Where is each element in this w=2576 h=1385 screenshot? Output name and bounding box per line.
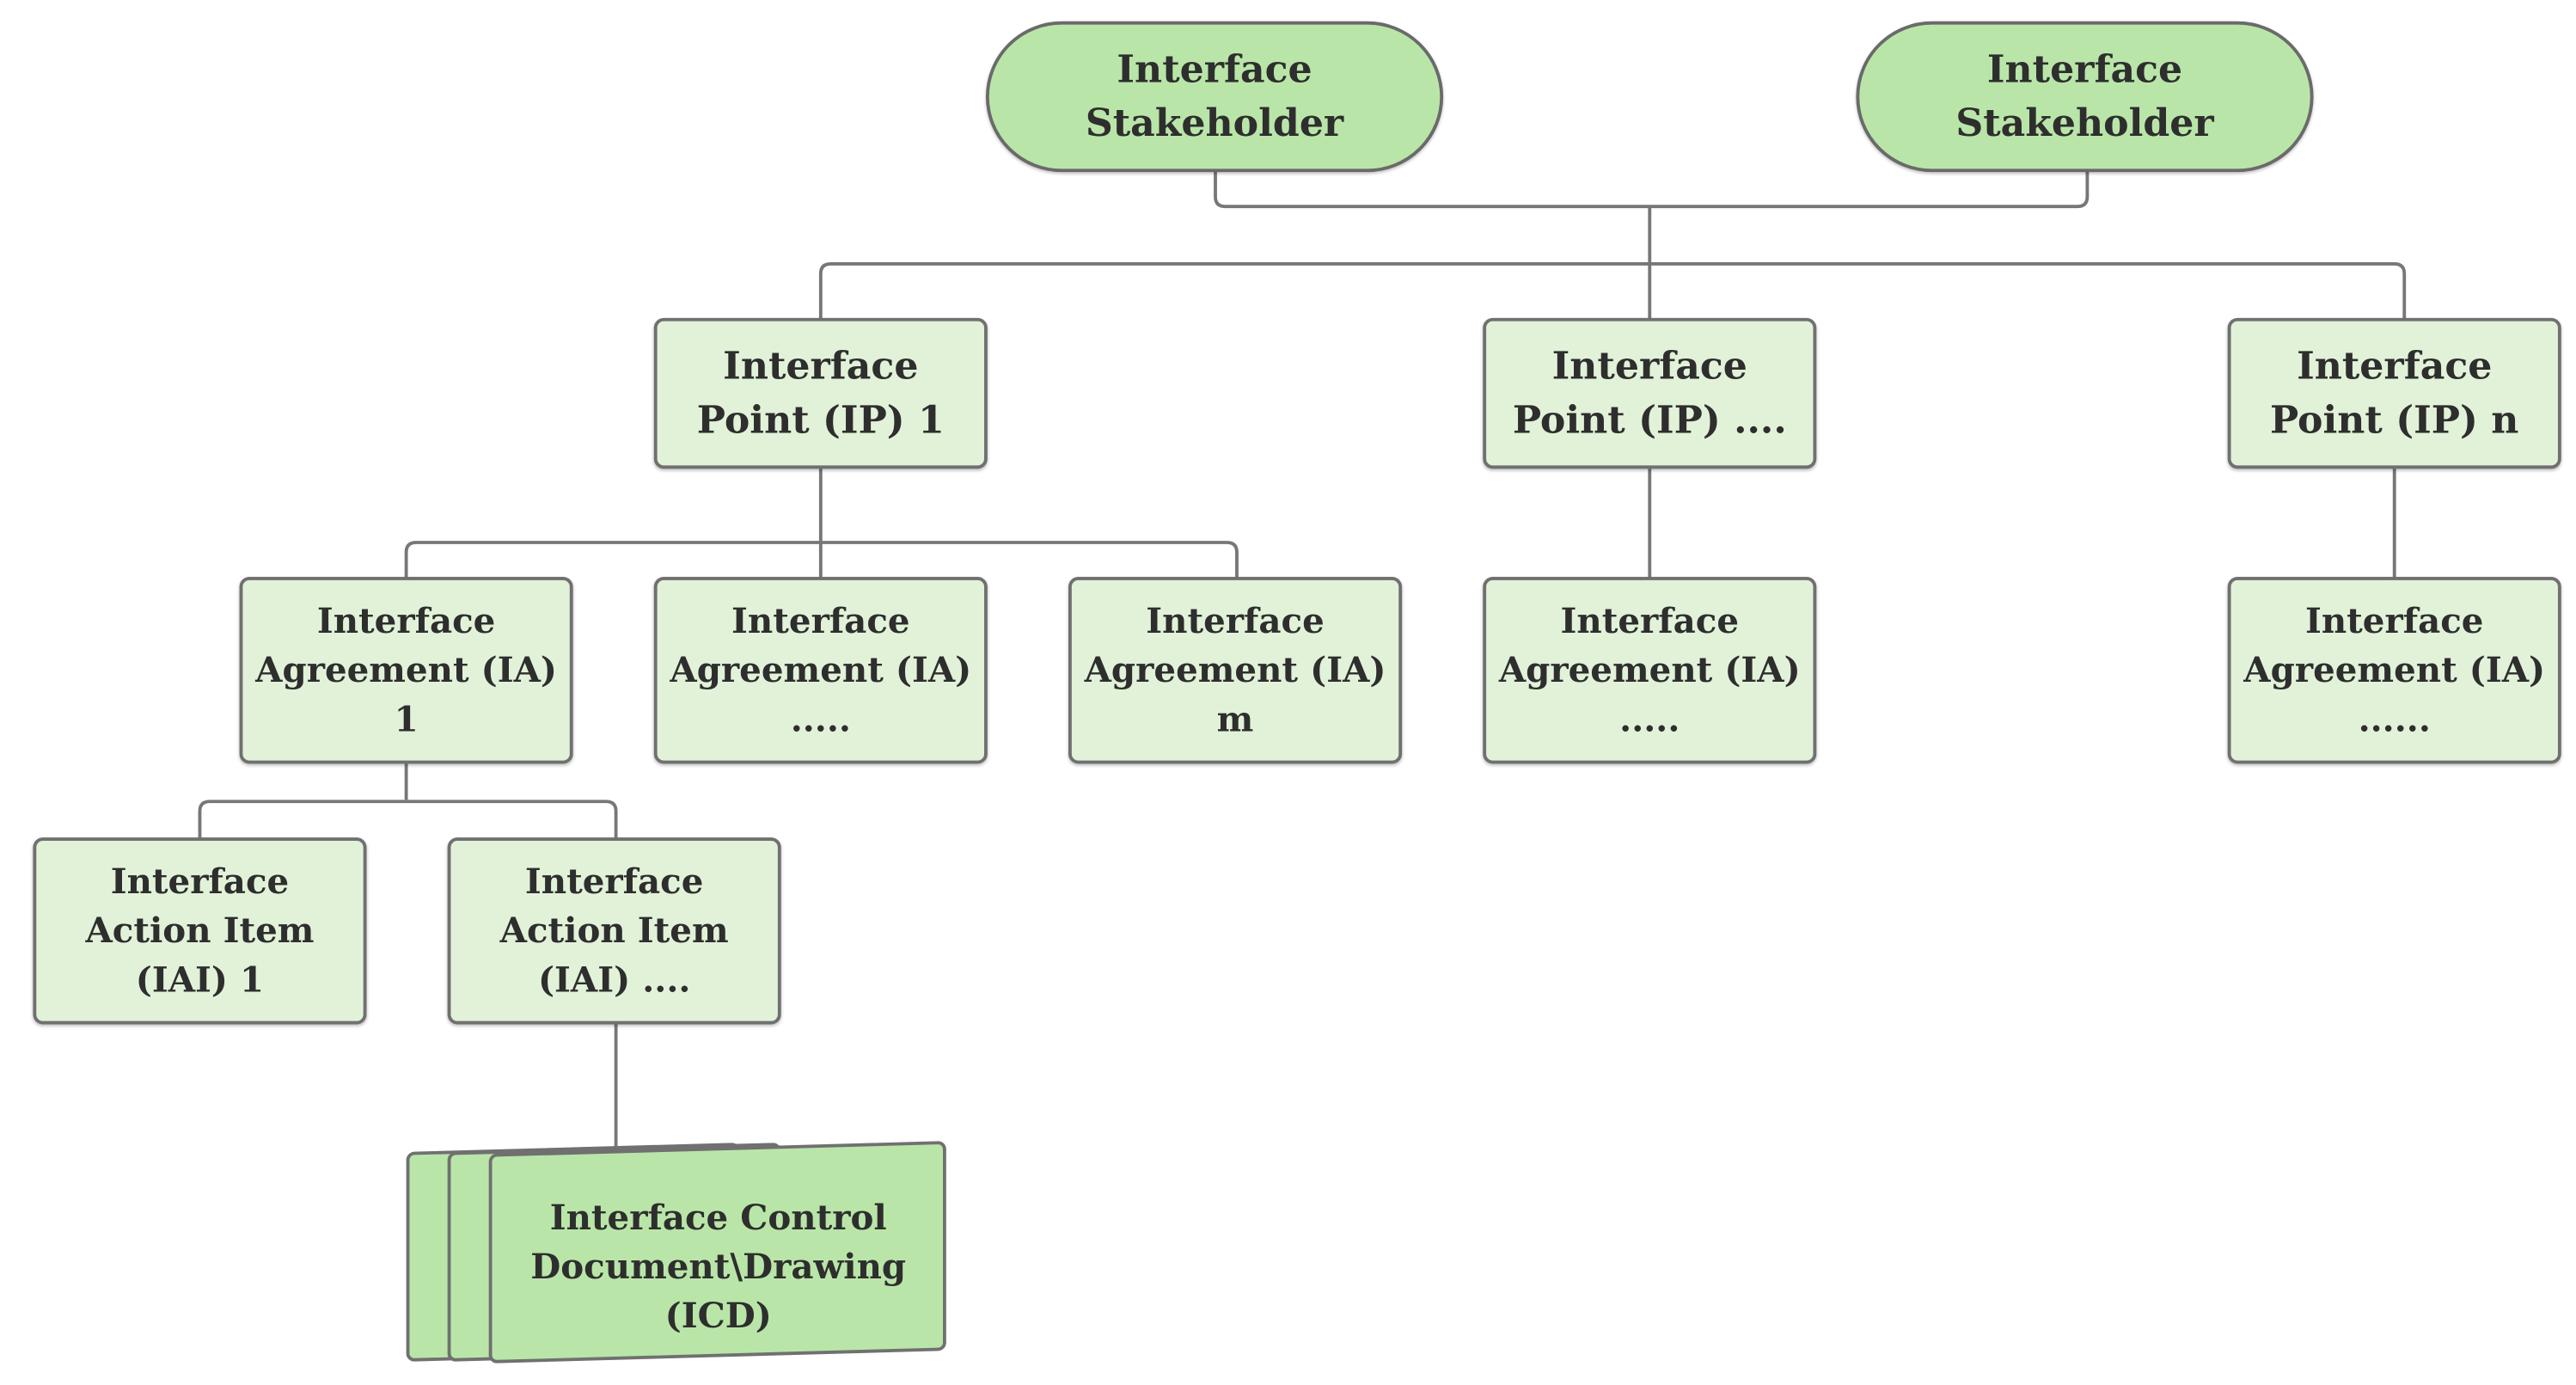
node-label: m	[1216, 698, 1254, 739]
node-label: Agreement (IA)	[1084, 648, 1386, 690]
node-label: Interface	[524, 860, 704, 902]
node-label: Interface	[1551, 344, 1747, 389]
node-label: Agreement (IA)	[2243, 648, 2546, 690]
connector-ia-bar	[404, 541, 1239, 579]
node-label: Interface	[110, 860, 290, 902]
node-label: Agreement (IA)	[255, 648, 558, 690]
node-label: Stakeholder	[1955, 101, 2214, 146]
node-label: Point (IP) ....	[1512, 398, 1787, 443]
node-label: Agreement (IA)	[1498, 648, 1801, 690]
node-label: ......	[2358, 698, 2431, 739]
node-label: Point (IP) n	[2269, 398, 2519, 443]
node-label: Interface	[731, 599, 910, 641]
interface-agreement-node: Interface Agreement (IA) .....	[653, 577, 988, 764]
node-label: Action Item	[85, 910, 315, 951]
interface-agreement-node: Interface Agreement (IA) m	[1068, 577, 1403, 764]
interface-point-node: Interface Point (IP) 1	[653, 317, 988, 469]
node-label: Interface	[1117, 47, 1312, 92]
connector-ip-bar	[818, 262, 2407, 320]
node-label: Interface	[316, 599, 496, 641]
node-label: (ICD)	[664, 1295, 772, 1336]
action-item-node: Interface Action Item (IAI) ....	[447, 837, 781, 1025]
node-label: Interface	[1560, 599, 1740, 641]
node-label: (IAI) 1	[135, 959, 265, 1000]
connector-iai-bar	[198, 800, 618, 840]
node-label: (IAI) ....	[537, 959, 691, 1000]
node-label: Interface	[2304, 599, 2484, 641]
interface-point-node: Interface Point (IP) ....	[1483, 317, 1817, 469]
stakeholder-node: Interface Stakeholder	[1856, 21, 2314, 173]
connector-stakeholders	[1214, 170, 2090, 209]
node-label: Agreement (IA)	[670, 648, 972, 690]
node-label: 1	[394, 698, 419, 739]
interface-point-node: Interface Point (IP) n	[2227, 317, 2561, 469]
node-label: .....	[790, 698, 851, 739]
node-label: Action Item	[499, 910, 729, 951]
node-label: Point (IP) 1	[696, 398, 945, 443]
node-label: Document\Drawing	[530, 1245, 907, 1287]
interface-agreement-node: Interface Agreement (IA) 1	[239, 577, 573, 764]
node-label: Stakeholder	[1085, 101, 1344, 146]
node-label: Interface	[723, 344, 919, 389]
action-item-node: Interface Action Item (IAI) 1	[33, 837, 367, 1025]
stakeholder-node: Interface Stakeholder	[985, 21, 1444, 173]
interface-agreement-node: Interface Agreement (IA) .....	[1483, 577, 1817, 764]
interface-agreement-node: Interface Agreement (IA) ......	[2227, 577, 2561, 764]
node-label: .....	[1619, 698, 1680, 739]
node-label: Interface	[2297, 344, 2493, 389]
node-label: Interface Control	[549, 1196, 887, 1238]
node-label: Interface	[1146, 599, 1325, 641]
icd-document-node: Interface Control Document\Drawing (ICD)	[495, 1177, 941, 1357]
node-label: Interface	[1986, 47, 2183, 92]
